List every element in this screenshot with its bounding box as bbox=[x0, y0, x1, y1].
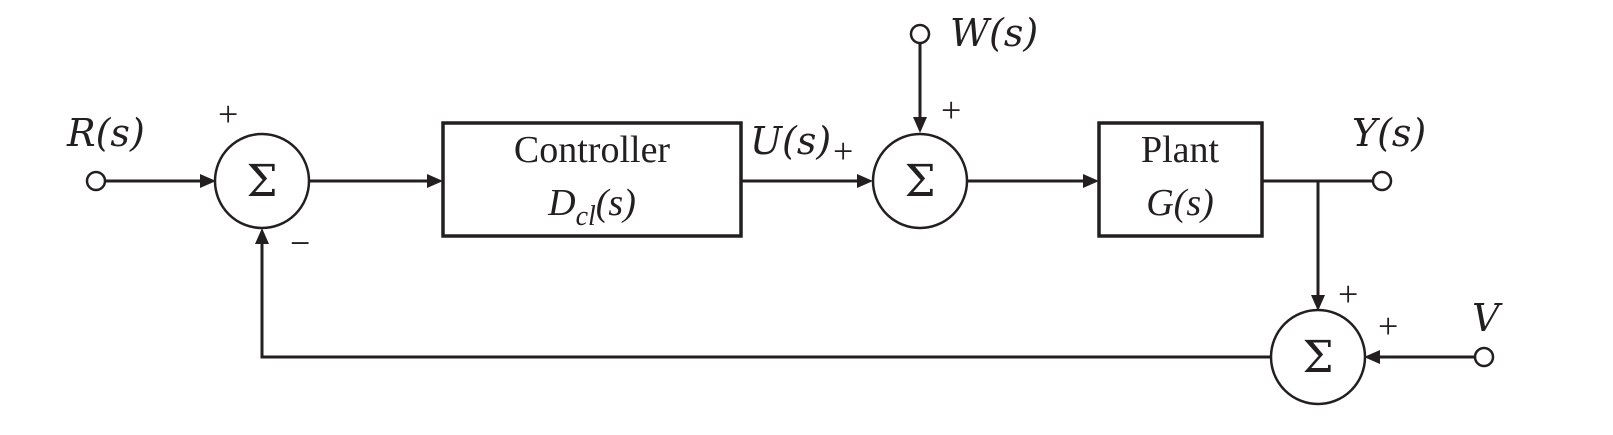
arrowhead-disturbance-sum-control bbox=[857, 174, 873, 188]
signal-lines bbox=[105, 44, 1474, 359]
reference-signal-label: R(s) bbox=[66, 111, 145, 155]
reference-terminal bbox=[85, 170, 107, 192]
plant-transfer-function: G(s) bbox=[1146, 182, 1214, 224]
sensor-sum-noise-sign: + bbox=[1378, 306, 1398, 346]
disturbance-sum-symbol: Σ bbox=[904, 156, 935, 207]
plant-block: Plant G(s) bbox=[1097, 121, 1264, 238]
disturbance-summing-junction: Σ bbox=[871, 132, 969, 230]
plant-label: Plant bbox=[1141, 129, 1220, 171]
sensor-sum-symbol: Σ bbox=[1302, 332, 1333, 383]
error-summing-junction: Σ bbox=[213, 132, 311, 230]
noise-signal-label: V bbox=[1472, 296, 1503, 340]
sensor-summing-junction: Σ bbox=[1269, 308, 1367, 406]
output-signal-label: Y(s) bbox=[1352, 111, 1426, 155]
error-sum-reference-sign: + bbox=[218, 94, 238, 134]
controller-transfer-function: Dcl(s) bbox=[547, 182, 636, 232]
controller-block: Controller Dcl(s) bbox=[441, 121, 743, 238]
error-sum-symbol: Σ bbox=[246, 156, 277, 207]
arrowhead-sensor-sum-output bbox=[1311, 295, 1325, 311]
line-feedback-path bbox=[260, 242, 1270, 359]
arrowhead-controller-input bbox=[427, 174, 443, 188]
sensor-sum-output-sign: + bbox=[1338, 274, 1358, 314]
noise-terminal bbox=[1473, 346, 1495, 368]
arrowhead-error-sum-input bbox=[200, 174, 216, 188]
arrowhead-feedback-into-error-sum bbox=[255, 228, 269, 244]
arrowheads bbox=[200, 117, 1380, 364]
output-terminal bbox=[1371, 170, 1393, 192]
controller-label: Controller bbox=[514, 129, 671, 171]
arrowhead-disturbance-sum-disturbance bbox=[913, 117, 927, 133]
disturbance-sum-disturbance-sign: + bbox=[941, 90, 961, 130]
error-sum-feedback-sign: − bbox=[290, 223, 310, 263]
disturbance-terminal bbox=[909, 23, 931, 45]
arrowhead-plant-input bbox=[1083, 174, 1099, 188]
disturbance-signal-label: W(s) bbox=[950, 11, 1038, 55]
arrowhead-sensor-sum-noise bbox=[1364, 350, 1380, 364]
disturbance-sum-control-sign: + bbox=[833, 131, 853, 171]
control-signal-label: U(s) bbox=[750, 119, 831, 163]
